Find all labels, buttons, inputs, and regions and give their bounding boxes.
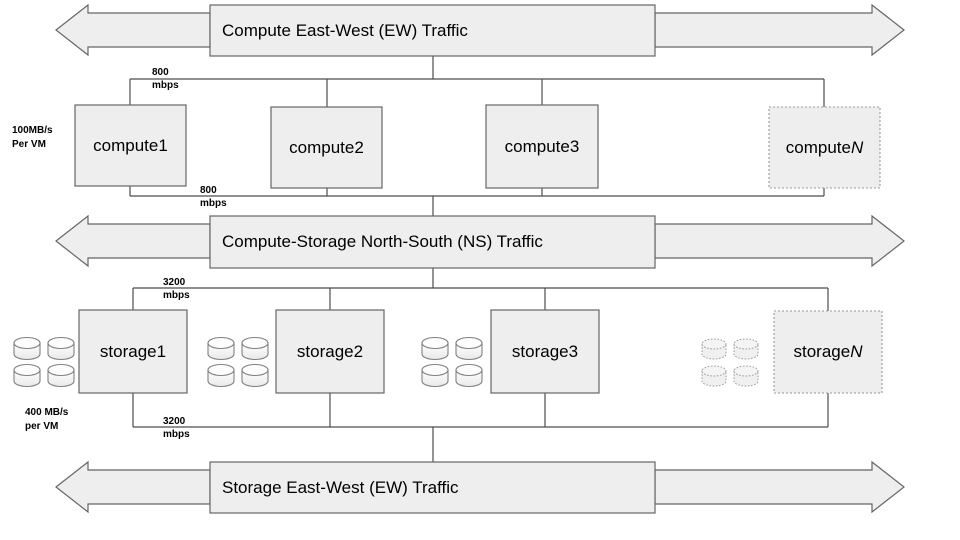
node-box-computeN[interactable]: [768, 106, 881, 189]
banner-box-compute-storage-ns: [209, 215, 656, 269]
connector-group-compute-ns: [129, 186, 825, 216]
banner-box-storage-ew: [209, 461, 656, 514]
arrow-right-storage-ew: [654, 460, 905, 514]
disk-group-storage2: [207, 336, 269, 388]
arrow-left-storage-ew: [55, 460, 211, 514]
database-cylinder-icon: [701, 338, 727, 360]
database-cylinder-icon: [241, 336, 269, 361]
arrow-right-compute-storage-ns: [654, 214, 905, 268]
banner-storage-ew[interactable]: [55, 460, 905, 514]
node-box-compute2[interactable]: [270, 106, 383, 189]
node-box-storageN[interactable]: [773, 310, 883, 394]
database-cylinder-icon: [455, 336, 483, 361]
database-cylinder-icon: [13, 363, 41, 388]
banner-compute-ew[interactable]: [55, 3, 905, 57]
database-cylinder-icon: [421, 363, 449, 388]
disk-group-storage3: [421, 336, 483, 388]
connector-group-compute-ew: [129, 56, 825, 107]
database-cylinder-icon: [13, 336, 41, 361]
database-cylinder-icon: [47, 336, 75, 361]
database-cylinder-icon: [733, 338, 759, 360]
disk-group-storage1: [13, 336, 75, 388]
connector-group-storage-ew: [132, 393, 829, 462]
arrow-left-compute-storage-ns: [55, 214, 211, 268]
database-cylinder-icon: [241, 363, 269, 388]
database-cylinder-icon: [421, 336, 449, 361]
database-cylinder-icon: [207, 363, 235, 388]
disk-group-storageN: [701, 338, 759, 387]
banner-box-compute-ew: [209, 4, 656, 57]
database-cylinder-icon: [733, 365, 759, 387]
arrow-right-compute-ew: [654, 3, 905, 57]
database-cylinder-icon: [455, 363, 483, 388]
database-cylinder-icon: [207, 336, 235, 361]
node-box-storage3[interactable]: [490, 309, 600, 394]
banner-compute-storage-ns[interactable]: [55, 214, 905, 269]
database-cylinder-icon: [47, 363, 75, 388]
node-box-compute1[interactable]: [74, 104, 187, 187]
node-box-compute3[interactable]: [485, 104, 599, 189]
database-cylinder-icon: [701, 365, 727, 387]
node-box-storage2[interactable]: [275, 309, 385, 394]
node-box-storage1[interactable]: [78, 309, 188, 394]
connector-group-storage-ns: [132, 268, 829, 311]
arrow-left-compute-ew: [55, 3, 211, 57]
